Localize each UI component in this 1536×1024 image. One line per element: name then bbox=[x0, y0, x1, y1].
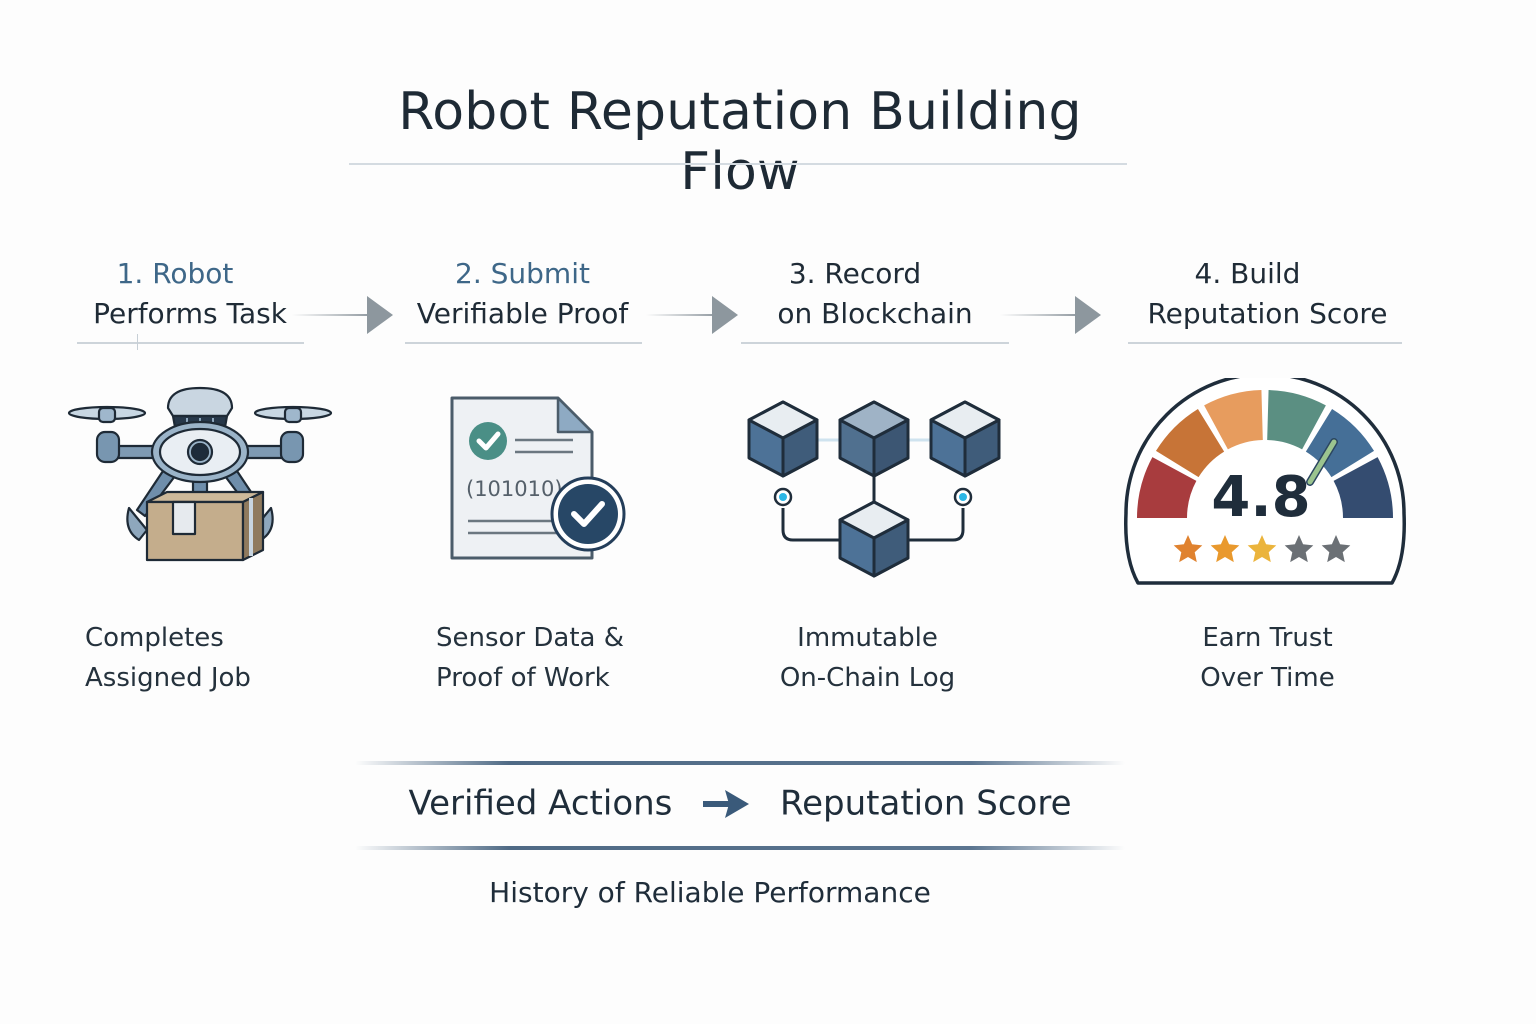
verified-document-icon: (101010) bbox=[450, 396, 626, 560]
step-1-desc-line-2: Assigned Job bbox=[85, 663, 251, 693]
step-3-desc-line-1: Immutable bbox=[797, 623, 938, 653]
step-2-desc-line-1: Sensor Data & bbox=[436, 623, 625, 653]
gauge-segment-1 bbox=[1137, 457, 1197, 518]
title-divider bbox=[349, 163, 1127, 165]
gauge-segment-6 bbox=[1333, 457, 1393, 518]
score-value: 4.8 bbox=[1211, 465, 1310, 530]
flow-arrow-1-icon bbox=[367, 296, 393, 334]
step-1-label: Performs Task bbox=[93, 297, 287, 330]
step-1-number: 1. Robot bbox=[116, 257, 234, 290]
step-4-number: 4. Build bbox=[1194, 257, 1301, 290]
summary-equation: Verified Actions Reputation Score bbox=[360, 782, 1120, 824]
flow-arrow-3-icon bbox=[1075, 296, 1101, 334]
step-2-description: Sensor Data & Proof of Work bbox=[436, 618, 624, 698]
step-2-underline bbox=[405, 342, 642, 344]
gauge-segment-4 bbox=[1267, 390, 1326, 450]
step-4-header: 4. Build Reputation Score bbox=[1130, 254, 1405, 334]
step-4-desc-line-2: Over Time bbox=[1200, 663, 1335, 693]
arrow-right-icon bbox=[703, 789, 750, 818]
step-1-desc-line-1: Completes bbox=[85, 623, 224, 653]
flow-arrow-2-line bbox=[646, 314, 718, 316]
step-3-header: 3. Record on Blockchain bbox=[745, 254, 1005, 334]
step-2-number: 2. Submit bbox=[455, 257, 590, 290]
flow-arrow-2-icon bbox=[712, 296, 738, 334]
tick-mark bbox=[137, 334, 138, 350]
star-filled-icon bbox=[1247, 535, 1277, 563]
step-4-desc-line-1: Earn Trust bbox=[1202, 623, 1333, 653]
star-empty-icon bbox=[1321, 535, 1351, 563]
step-4-description: Earn Trust Over Time bbox=[1170, 618, 1365, 698]
footer-caption: History of Reliable Performance bbox=[489, 876, 931, 909]
step-2-header: 2. Submit Verifiable Proof bbox=[395, 254, 650, 334]
delivery-drone-icon bbox=[67, 386, 333, 562]
step-2-desc-line-2: Proof of Work bbox=[436, 663, 610, 693]
gauge-needle bbox=[1307, 439, 1337, 485]
navy-check-icon bbox=[558, 484, 618, 544]
gauge-segment-2 bbox=[1155, 408, 1225, 478]
gauge-segment-3 bbox=[1204, 390, 1263, 450]
star-empty-icon bbox=[1284, 535, 1314, 563]
step-3-description: Immutable On-Chain Log bbox=[760, 618, 975, 698]
teal-check-icon bbox=[469, 422, 507, 460]
step-3-desc-line-2: On-Chain Log bbox=[779, 663, 956, 693]
summary-bottom-divider bbox=[355, 846, 1125, 850]
flow-arrow-3-line bbox=[1000, 314, 1080, 316]
step-2-label: Verifiable Proof bbox=[416, 297, 629, 330]
step-1-description: Completes Assigned Job bbox=[85, 618, 251, 698]
step-4-label: Reputation Score bbox=[1147, 297, 1388, 330]
page-title: Robot Reputation Building Flow bbox=[398, 82, 1082, 202]
summary-right: Reputation Score bbox=[780, 783, 1072, 824]
flow-arrow-1-line bbox=[292, 314, 372, 316]
summary-left: Verified Actions bbox=[408, 783, 673, 824]
binary-code-text: (101010) bbox=[466, 477, 563, 501]
star-filled-icon bbox=[1173, 535, 1203, 563]
summary-top-divider bbox=[355, 761, 1125, 765]
step-1-underline bbox=[77, 342, 304, 344]
reputation-gauge-icon: 4.8 bbox=[1124, 378, 1406, 585]
step-4-underline bbox=[1128, 342, 1402, 344]
step-3-label: on Blockchain bbox=[777, 297, 973, 330]
step-3-underline bbox=[741, 342, 1009, 344]
star-filled-icon bbox=[1210, 535, 1240, 563]
step-3-number: 3. Record bbox=[788, 257, 922, 290]
step-1-header: 1. Robot Performs Task bbox=[60, 254, 320, 334]
blockchain-blocks-icon bbox=[747, 400, 1001, 578]
